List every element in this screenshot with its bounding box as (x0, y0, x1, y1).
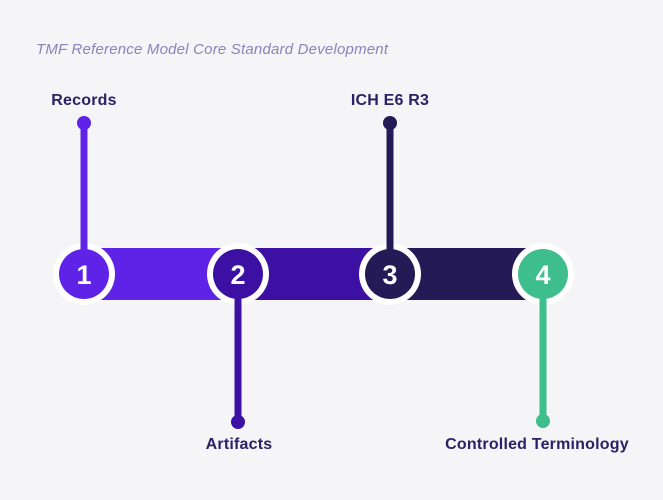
step-4-label: Controlled Terminology (445, 436, 629, 453)
step-3-number: 3 (382, 260, 397, 290)
step-3-dot (383, 116, 397, 130)
step-4-circle (518, 249, 568, 299)
step-1-dot (77, 116, 91, 130)
step-3-label: ICH E6 R3 (350, 92, 430, 109)
step-2-circle (213, 249, 263, 299)
diagram-title: TMF Reference Model Core Standard Develo… (36, 41, 389, 58)
step-2-number: 2 (230, 260, 245, 290)
step-4-dot (536, 414, 550, 428)
step-1-circle (59, 249, 109, 299)
step-2-label: Artifacts (205, 436, 273, 453)
step-1-number: 1 (76, 260, 91, 290)
step-4-number: 4 (535, 260, 550, 290)
step-2-dot (231, 415, 245, 429)
step-3-circle (365, 249, 415, 299)
step-1-label: Records (51, 92, 117, 109)
